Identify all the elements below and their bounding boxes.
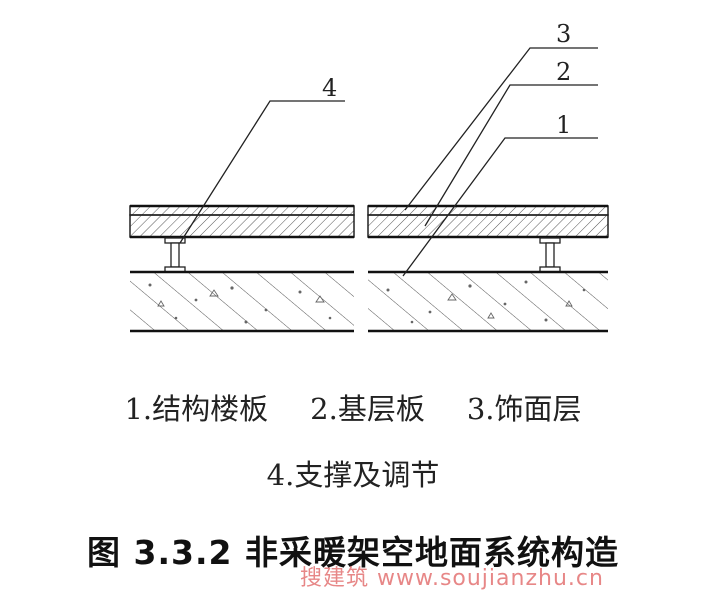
legend-item-base-board: 2.基层板 [310, 392, 425, 426]
legend-item-structural-slab: 1.结构楼板 [124, 392, 269, 426]
right-finish-layer [367, 205, 609, 216]
left-structural-slab [130, 272, 354, 331]
right-section: 3 2 1 [367, 20, 609, 333]
callout-label-3: 3 [556, 20, 571, 48]
left-pedestal-support [164, 237, 186, 273]
leader-line-3 [404, 47, 598, 211]
leader-line-4 [179, 100, 345, 244]
leader-line-1 [402, 137, 598, 277]
watermark: 搜建筑 www.soujianzhu.cn [300, 566, 604, 591]
left-aggregate-marks [148, 283, 332, 324]
leader-line-2 [424, 84, 598, 227]
legend-row-2: 4.支撑及调节 [0, 452, 706, 494]
callout-label-4: 4 [322, 74, 337, 102]
right-structural-slab [368, 272, 608, 331]
figure-caption: 图 3.3.2 非采暖架空地面系统构造 [87, 533, 619, 572]
left-section: 4 [129, 74, 355, 333]
callout-label-1: 1 [556, 111, 571, 139]
left-finish-layer [129, 205, 355, 216]
callout-label-2: 2 [556, 58, 571, 86]
right-aggregate-marks [386, 280, 586, 324]
right-pedestal-support [539, 237, 561, 273]
left-base-board [129, 214, 355, 238]
legend-item-support-adjustment: 4.支撑及调节 [266, 458, 440, 492]
right-base-board [367, 214, 609, 238]
legend-row-1: 1.结构楼板 2.基层板 3.饰面层 [0, 386, 706, 428]
legend-item-finish-layer: 3.饰面层 [466, 392, 582, 426]
